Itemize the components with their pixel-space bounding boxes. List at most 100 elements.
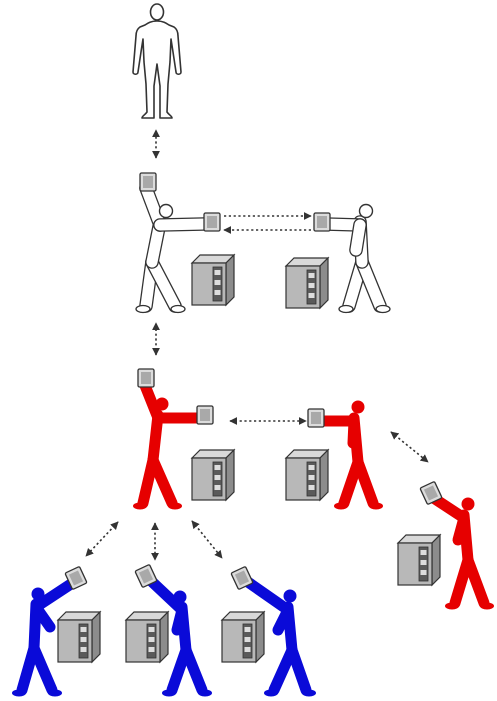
worker-bottom-left-part bbox=[30, 576, 80, 613]
server-middle-right bbox=[284, 448, 330, 502]
panel-upper-right-held bbox=[313, 212, 331, 232]
worker-bottom-right-part bbox=[239, 574, 294, 616]
worker-middle-right-part bbox=[351, 400, 365, 414]
worker-middle-branch-part bbox=[461, 497, 475, 511]
server-middle-right-part bbox=[308, 475, 315, 480]
server-bottom-right-part bbox=[244, 637, 251, 642]
worker-upper-right-part bbox=[350, 219, 366, 256]
panel-bottom-center-held bbox=[134, 564, 158, 588]
worker-bottom-center-part bbox=[198, 689, 212, 697]
server-layer bbox=[56, 253, 442, 664]
worker-bottom-right-part bbox=[264, 689, 278, 697]
panel-middle-branch-held bbox=[419, 481, 443, 505]
worker-bottom-center bbox=[142, 572, 212, 697]
panel-bottom-right-held bbox=[230, 566, 254, 590]
server-bottom-center-part bbox=[148, 627, 155, 632]
server-bottom-center-part bbox=[148, 637, 155, 642]
worker-middle-right-part bbox=[369, 502, 383, 510]
server-bottom-left-part bbox=[80, 647, 87, 652]
server-middle-left-part bbox=[214, 475, 221, 480]
panel-bottom-left-held-part bbox=[68, 570, 84, 586]
worker-bottom-center-part bbox=[171, 604, 188, 636]
worker-middle-left-part bbox=[138, 377, 164, 424]
worker-upper-left-part bbox=[170, 304, 186, 314]
server-bottom-center-part bbox=[159, 610, 169, 664]
server-upper-right bbox=[284, 256, 330, 310]
worker-middle-right-part bbox=[334, 502, 348, 510]
server-bottom-right-part bbox=[255, 610, 265, 664]
server-bottom-center bbox=[124, 610, 170, 664]
server-bottom-left-part bbox=[80, 627, 87, 632]
server-upper-left-part bbox=[214, 290, 221, 295]
worker-middle-branch-part bbox=[445, 602, 459, 610]
panel-middle-left-held bbox=[196, 405, 214, 425]
worker-middle-branch-part bbox=[462, 554, 490, 609]
worker-bottom-left-part bbox=[30, 601, 56, 633]
server-middle-right-part bbox=[319, 448, 329, 502]
worker-bottom-left-part bbox=[12, 689, 26, 697]
server-upper-left-part bbox=[225, 253, 235, 307]
panel-upper-right-held-part bbox=[317, 216, 327, 228]
server-branch-part bbox=[420, 560, 427, 565]
worker-middle-branch-part bbox=[452, 512, 470, 546]
worker-upper-left-part bbox=[154, 218, 210, 231]
worker-middle-left-part bbox=[147, 454, 178, 509]
link-middle-to-bottom-right bbox=[191, 520, 223, 559]
server-bottom-left bbox=[56, 610, 102, 664]
worker-bottom-right-part bbox=[286, 644, 312, 696]
worker-middle-left-part bbox=[155, 397, 169, 411]
worker-bottom-right-part bbox=[272, 604, 294, 636]
worker-upper-right bbox=[318, 203, 391, 314]
server-branch bbox=[396, 533, 442, 587]
link-middle-to-bottom-left bbox=[85, 521, 119, 557]
panel-middle-left-raised bbox=[137, 368, 155, 388]
worker-upper-right-part bbox=[356, 256, 386, 312]
worker-middle-right-part bbox=[347, 415, 360, 449]
worker-bottom-center-part bbox=[180, 644, 208, 696]
worker-middle-branch bbox=[426, 491, 494, 610]
worker-bottom-left-part bbox=[28, 642, 58, 696]
panel-middle-left-held-part bbox=[200, 409, 210, 421]
panel-middle-right-held-part bbox=[311, 412, 321, 424]
panel-upper-left-raised bbox=[139, 172, 157, 192]
worker-middle-right-part bbox=[352, 456, 379, 509]
top-person-part bbox=[132, 20, 182, 119]
worker-upper-left-part bbox=[135, 304, 151, 314]
worker-upper-left bbox=[135, 181, 211, 314]
server-upper-left-part bbox=[214, 270, 221, 275]
top-person bbox=[132, 3, 182, 119]
server-bottom-left-part bbox=[80, 637, 87, 642]
people-layer bbox=[12, 3, 494, 697]
server-middle-right-part bbox=[308, 465, 315, 470]
server-bottom-right-part bbox=[244, 627, 251, 632]
worker-middle-left-part bbox=[133, 502, 147, 510]
panel-middle-right-held bbox=[307, 408, 325, 428]
worker-bottom-right-part bbox=[283, 589, 297, 603]
worker-upper-left-part bbox=[146, 256, 181, 312]
worker-middle-left bbox=[133, 377, 209, 510]
worker-middle-right bbox=[314, 400, 383, 510]
top-person-part bbox=[149, 3, 165, 21]
server-upper-right-part bbox=[308, 283, 315, 288]
panel-upper-left-held-part bbox=[207, 216, 217, 228]
server-middle-left bbox=[190, 448, 236, 502]
worker-bottom-center-part bbox=[162, 689, 176, 697]
worker-bottom-left-part bbox=[48, 689, 62, 697]
server-branch-part bbox=[420, 570, 427, 575]
panel-bottom-center-held-part bbox=[138, 568, 154, 584]
worker-bottom-left-part bbox=[31, 587, 45, 601]
panel-upper-left-held bbox=[203, 212, 221, 232]
server-upper-right-part bbox=[319, 256, 329, 310]
server-upper-left-part bbox=[214, 280, 221, 285]
worker-middle-branch-part bbox=[480, 602, 494, 610]
server-branch-part bbox=[420, 550, 427, 555]
server-bottom-left-part bbox=[91, 610, 101, 664]
server-bottom-right-part bbox=[244, 647, 251, 652]
server-middle-left-part bbox=[225, 448, 235, 502]
worker-bottom-center-part bbox=[173, 590, 187, 604]
worker-upper-right-part bbox=[358, 203, 374, 219]
server-middle-left-part bbox=[214, 485, 221, 490]
panel-upper-left-raised-part bbox=[143, 176, 153, 188]
server-upper-left bbox=[190, 253, 236, 307]
